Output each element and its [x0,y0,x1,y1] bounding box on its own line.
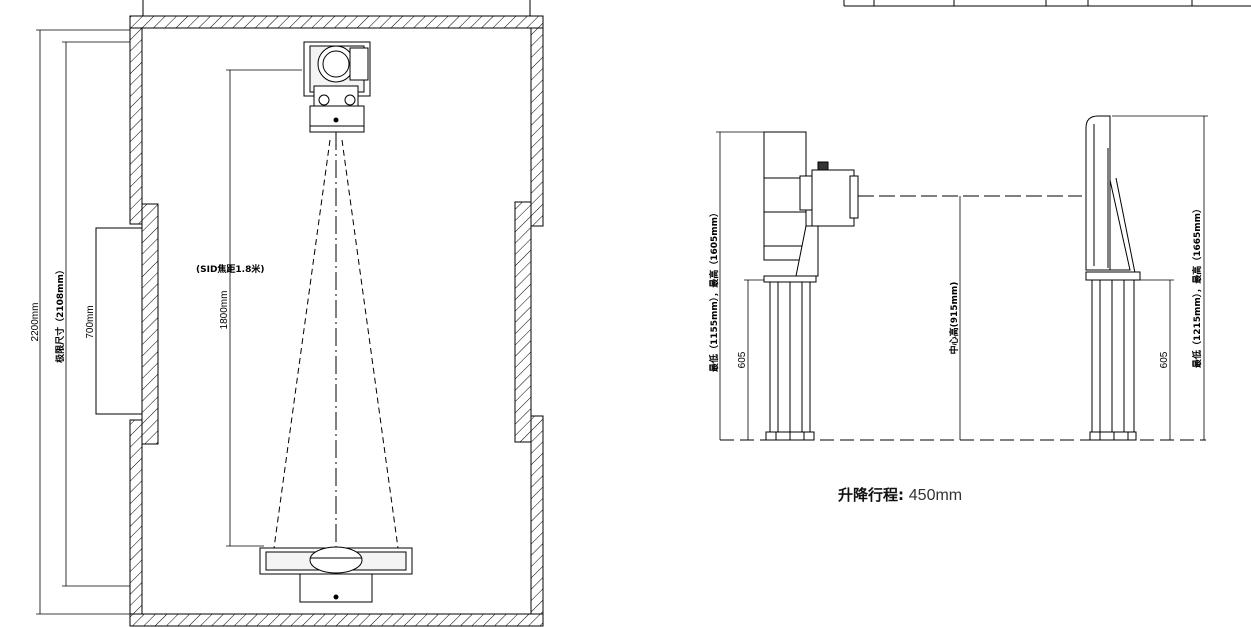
detector-stand [259,546,413,603]
room-plan: 2200mm 极限尺寸（2108mm） 700mm 1800mm (SID焦距1… [30,0,544,627]
right-dimension-lines [1112,115,1208,440]
xray-beam-cone [273,139,399,549]
left-range-label: 最低（1155mm），最高（1605mm） [708,208,720,372]
tube-stand-left [763,131,859,441]
left-dimension-lines [716,131,768,440]
sid-value-label: 1800mm [219,291,230,330]
dimension-lines [36,29,302,615]
left-column-label: 605 [737,351,748,368]
room-height-label: 2200mm [30,303,41,342]
elevation-view: 最低（1155mm），最高（1605mm） 605 中心高(915m [708,0,1251,441]
xray-tube-head [303,41,371,133]
sid-label: (SID焦距1.8米) [196,263,264,275]
right-column-label: 605 [1159,351,1170,368]
travel-label: 升降行程: [838,486,904,504]
travel-value: 450mm [908,487,963,504]
door-opening [95,227,143,415]
detector-stand-right [1085,115,1141,441]
center-height-label: 中心高(915mm) [948,282,960,355]
door-width-label: 700mm [85,305,96,338]
travel-caption: 升降行程: 450mm [838,484,962,505]
limit-size-label: 极限尺寸（2108mm） [54,265,66,363]
title-block-fragment [843,0,1251,7]
right-range-label: 最低（1215mm），最高（1665mm） [1191,204,1203,368]
room-walls [129,0,544,627]
